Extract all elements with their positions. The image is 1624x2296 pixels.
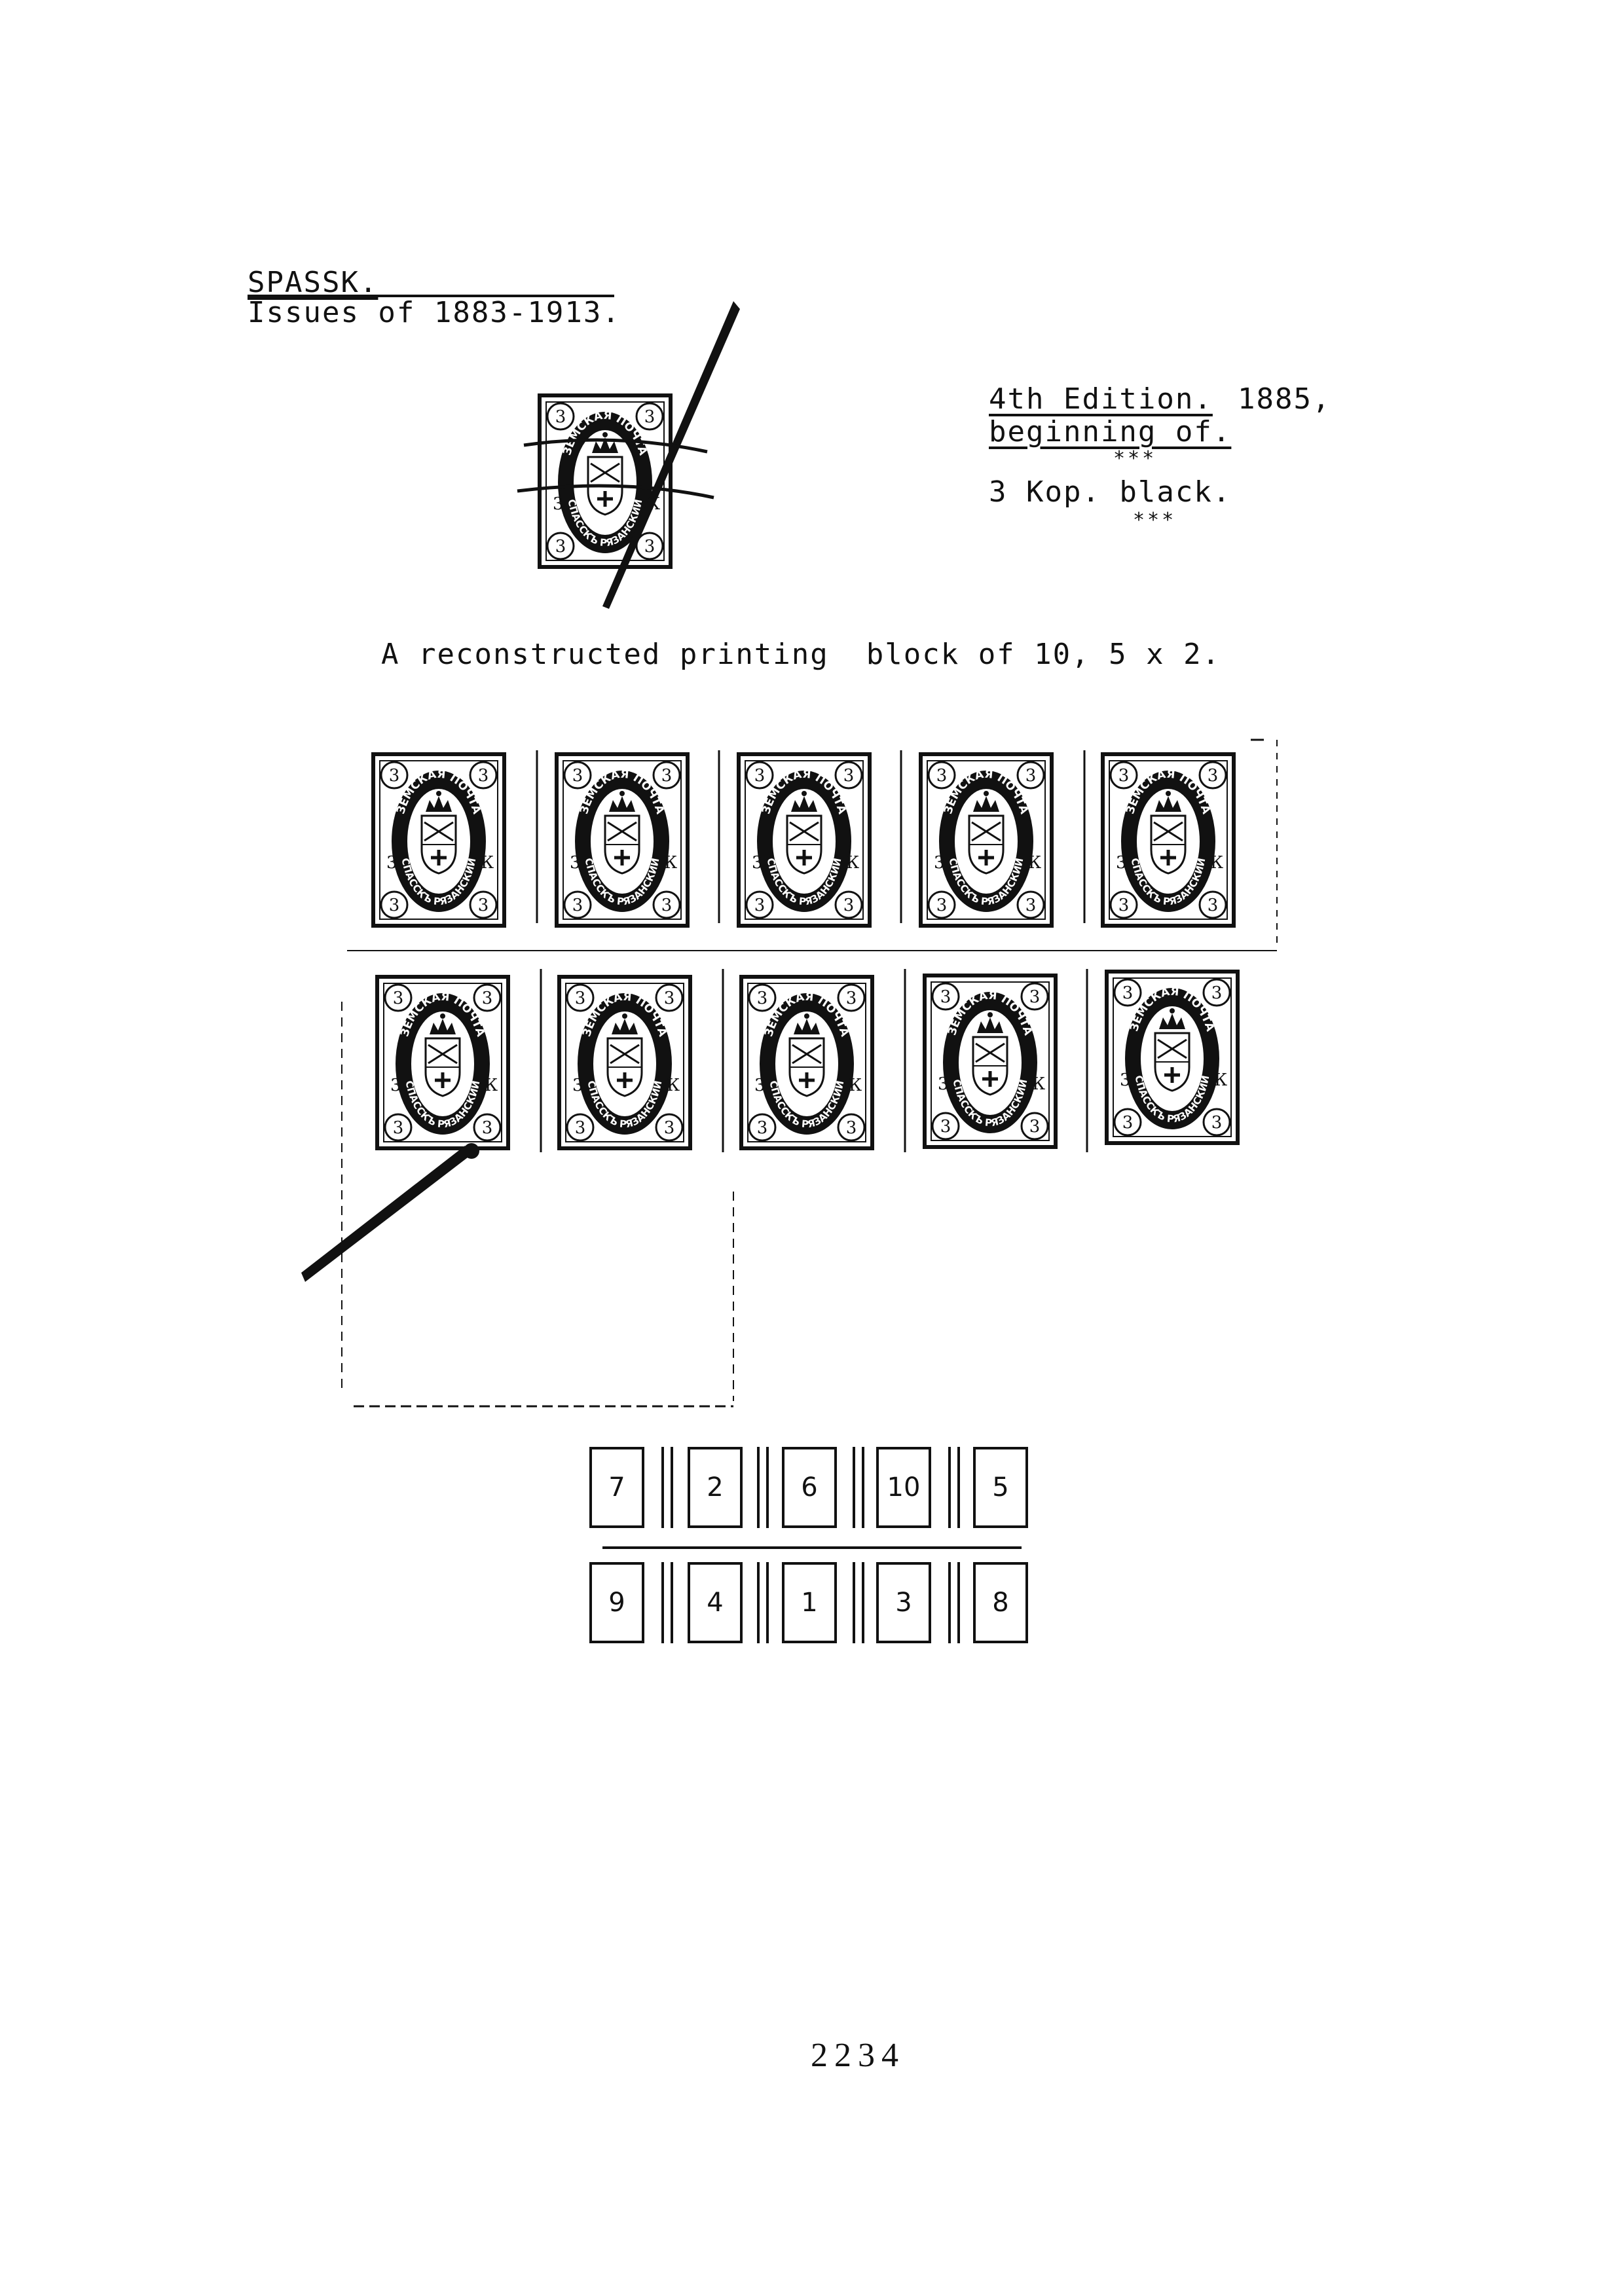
cell-divider bbox=[948, 1562, 951, 1643]
position-cell: 10 bbox=[876, 1447, 931, 1528]
cell-divider bbox=[853, 1562, 855, 1643]
cell-divider bbox=[853, 1447, 855, 1528]
position-cell: 6 bbox=[782, 1447, 837, 1528]
block-cut-lines bbox=[341, 738, 1278, 1408]
cell-divider bbox=[757, 1447, 760, 1528]
position-cell: 2 bbox=[688, 1447, 743, 1528]
cell-divider bbox=[757, 1562, 760, 1643]
edition-period: beginning of. bbox=[989, 415, 1232, 448]
cell-divider bbox=[766, 1562, 769, 1643]
cell-divider bbox=[948, 1447, 951, 1528]
row-divider bbox=[602, 1546, 1022, 1549]
position-cell: 7 bbox=[589, 1447, 644, 1528]
stars-separator: *** bbox=[1113, 447, 1157, 470]
cell-divider bbox=[766, 1447, 769, 1528]
position-cell: 8 bbox=[973, 1562, 1028, 1643]
stars-separator: *** bbox=[1133, 509, 1177, 532]
page-number: 2234 bbox=[811, 2037, 905, 2074]
position-cell: 9 bbox=[589, 1562, 644, 1643]
position-cell: 3 bbox=[876, 1562, 931, 1643]
page-title: SPASSK. bbox=[248, 266, 378, 299]
page-subtitle: Issues of 1883-1913. bbox=[248, 296, 621, 329]
cell-divider bbox=[957, 1562, 960, 1643]
pointer-arrow-bottom bbox=[301, 1143, 479, 1282]
cell-divider bbox=[957, 1447, 960, 1528]
position-cell: 5 bbox=[973, 1447, 1028, 1528]
cell-divider bbox=[671, 1447, 673, 1528]
cell-divider bbox=[661, 1447, 664, 1528]
cell-divider bbox=[862, 1447, 864, 1528]
title-rule bbox=[248, 295, 614, 297]
block-caption: A reconstructed printing block of 10, 5 … bbox=[381, 638, 1221, 671]
stamp-value: 3 Kop. black. bbox=[989, 475, 1232, 509]
cell-divider bbox=[671, 1562, 673, 1643]
cell-divider bbox=[661, 1562, 664, 1643]
pointer-arrow-top bbox=[517, 301, 740, 609]
position-cell: 4 bbox=[688, 1562, 743, 1643]
edition-label: 4th Edition. bbox=[989, 382, 1213, 416]
position-cell: 1 bbox=[782, 1562, 837, 1643]
cell-divider bbox=[862, 1562, 864, 1643]
edition-year: 1885, bbox=[1238, 382, 1331, 416]
